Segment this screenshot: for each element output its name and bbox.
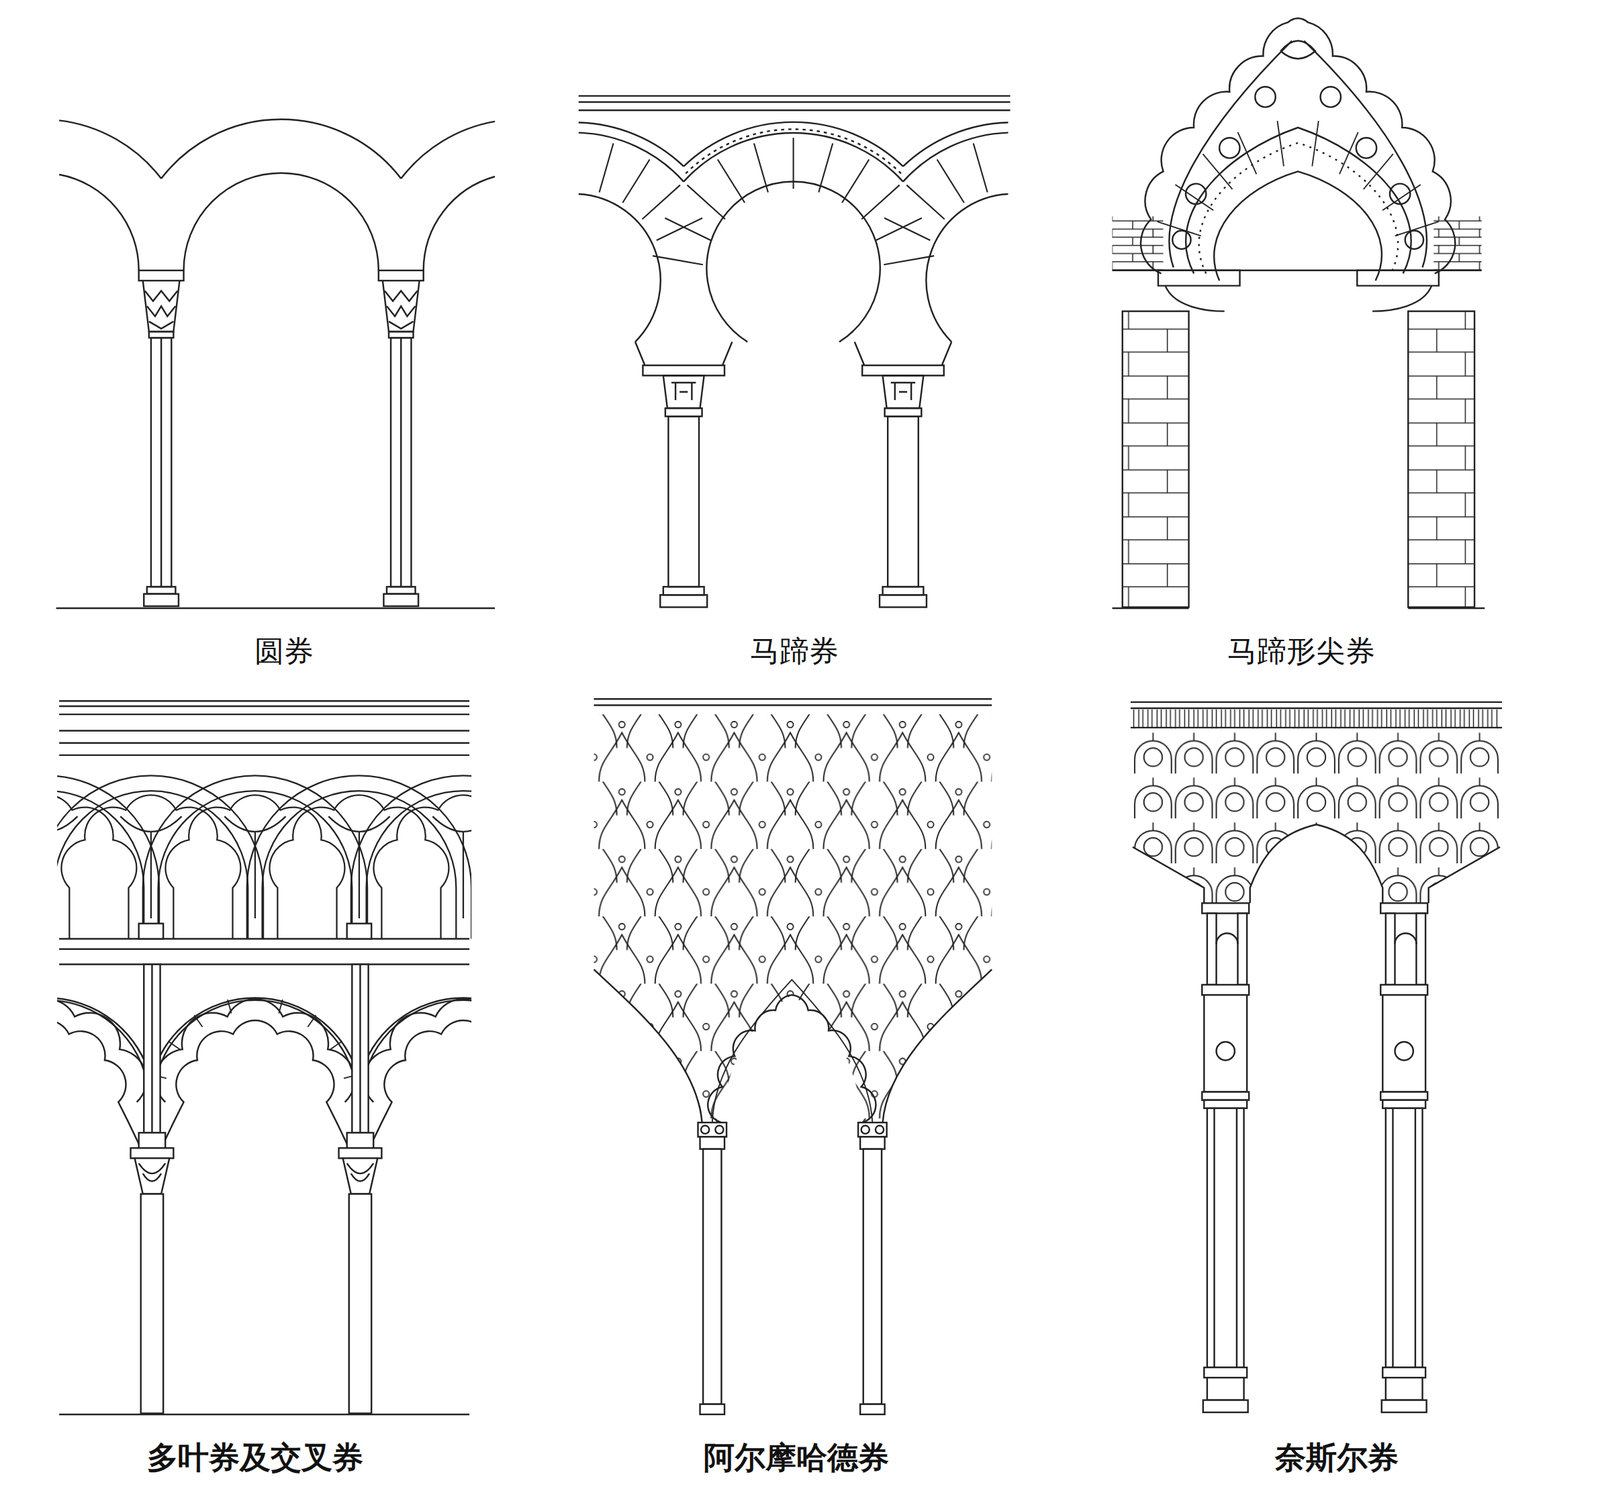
almohad-arch-drawing — [594, 698, 993, 1415]
arch-caption: 阿尔摩哈德券 — [703, 1439, 889, 1477]
arch-caption: 马蹄券 — [749, 633, 839, 670]
nasrid-arch-drawing — [1130, 702, 1502, 1413]
horseshoe-arch-drawing — [578, 96, 1011, 608]
pointed-horseshoe-arch-drawing — [1112, 18, 1486, 609]
arch-caption: 圆券 — [254, 633, 314, 670]
arch-caption: 马蹄形尖券 — [1227, 633, 1376, 670]
arch-caption: 多叶券及交叉券 — [147, 1439, 364, 1477]
arch-caption: 奈斯尔券 — [1275, 1439, 1399, 1477]
round-arch-drawing — [56, 119, 496, 609]
multifoil-arch-drawing — [0, 700, 576, 1415]
